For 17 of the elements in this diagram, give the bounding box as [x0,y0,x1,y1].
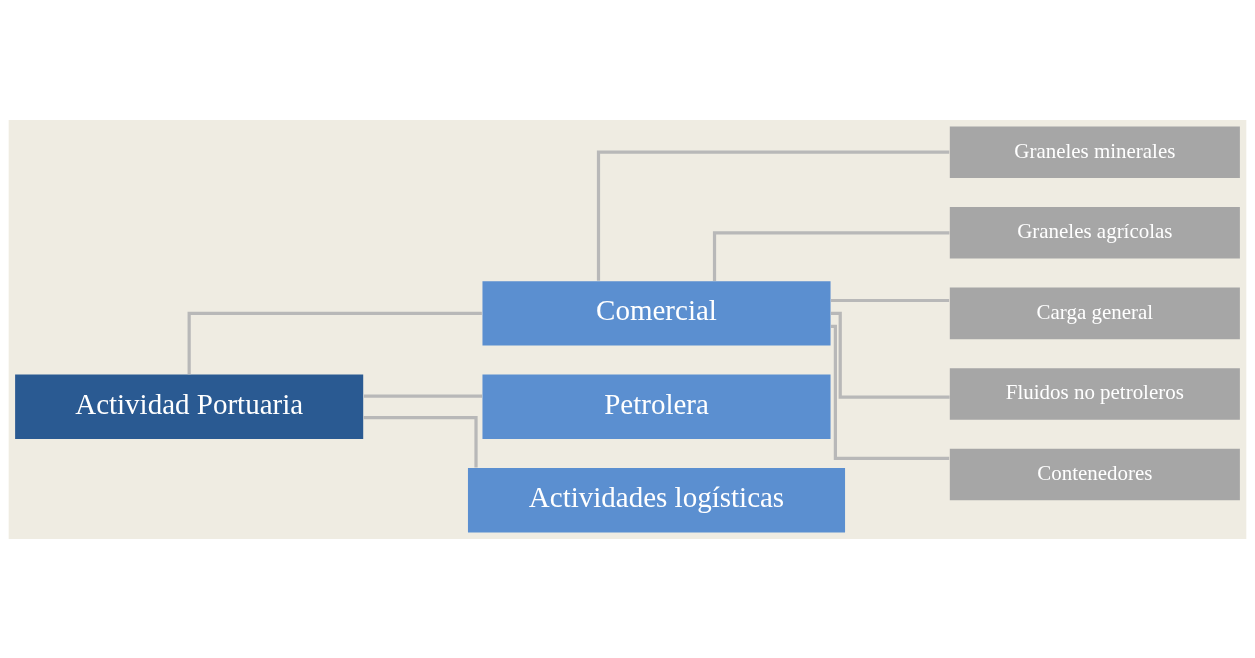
node-box: Graneles agrícolas [949,206,1240,259]
connector [363,394,483,398]
node-box: Fluidos no petroleros [949,367,1240,420]
node-box: Comercial [482,280,831,346]
node-box: Graneles minerales [949,125,1240,178]
node-box: Actividades logísticas [467,467,846,533]
connector [187,311,482,374]
connector [830,311,950,399]
connector [712,230,950,281]
node-box: Petrolera [482,374,831,439]
node-box: Contenedores [949,448,1240,500]
connector [830,324,950,460]
node-box: Actividad Portuaria [15,374,364,439]
connector [596,150,950,281]
connector [831,298,950,302]
node-box: Carga general [949,287,1240,339]
connector [363,415,478,468]
